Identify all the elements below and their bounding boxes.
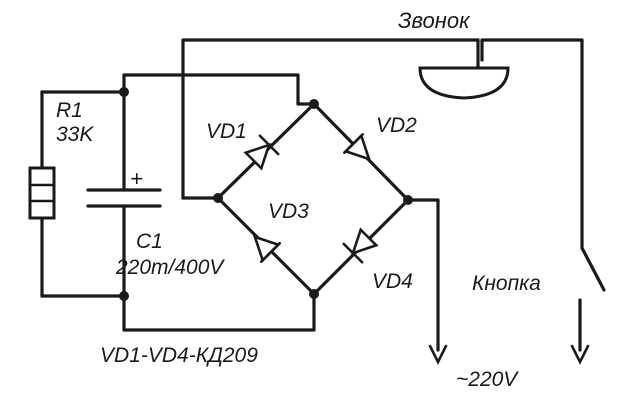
diode-vd1-label: VD1 — [206, 120, 247, 143]
capacitor-name: C1 — [136, 230, 163, 253]
resistor-name: R1 — [56, 99, 83, 122]
diode-bridge — [216, 102, 410, 296]
resistor-value: 33K — [56, 123, 94, 146]
wire-bridge-right — [406, 198, 440, 352]
arrow-down-icon — [428, 344, 448, 365]
junction-dot — [309, 289, 319, 299]
junction-dot — [119, 87, 129, 97]
diode-vd4-label: VD4 — [372, 270, 413, 293]
junction-dot — [213, 193, 223, 203]
diode-vd2-label: VD2 — [376, 114, 417, 137]
diode-vd3-symbol — [252, 234, 281, 263]
wire-top-left — [40, 73, 316, 106]
wire-bell-right — [480, 38, 584, 250]
bell-icon — [418, 38, 510, 100]
capacitor-value: 220m/400V — [115, 256, 225, 279]
diode-vd1-symbol — [243, 134, 280, 171]
wire-bottom — [122, 292, 316, 332]
diode-vd4-symbol — [342, 227, 379, 264]
junction-dot — [119, 291, 129, 301]
mains-arrows — [428, 344, 590, 365]
junction-dot — [403, 195, 413, 205]
capacitor-polarity: + — [130, 166, 143, 191]
capacitor-c1-symbol — [86, 188, 162, 208]
push-button-switch-icon — [580, 246, 606, 292]
wire-outer-top — [181, 38, 480, 200]
bell-label: Звонок — [398, 8, 471, 33]
button-label: Кнопка — [472, 272, 541, 295]
junctions — [119, 87, 413, 301]
mains-voltage-label: ~220V — [456, 368, 519, 391]
diode-type-note: VD1-VD4-КД209 — [100, 344, 258, 367]
diode-vd2-symbol — [343, 133, 372, 162]
diode-vd3-label: VD3 — [268, 200, 309, 223]
resistor-r1-symbol — [28, 166, 56, 220]
wiring — [40, 38, 584, 352]
arrow-down-icon — [570, 344, 590, 365]
junction-dot — [309, 99, 319, 109]
